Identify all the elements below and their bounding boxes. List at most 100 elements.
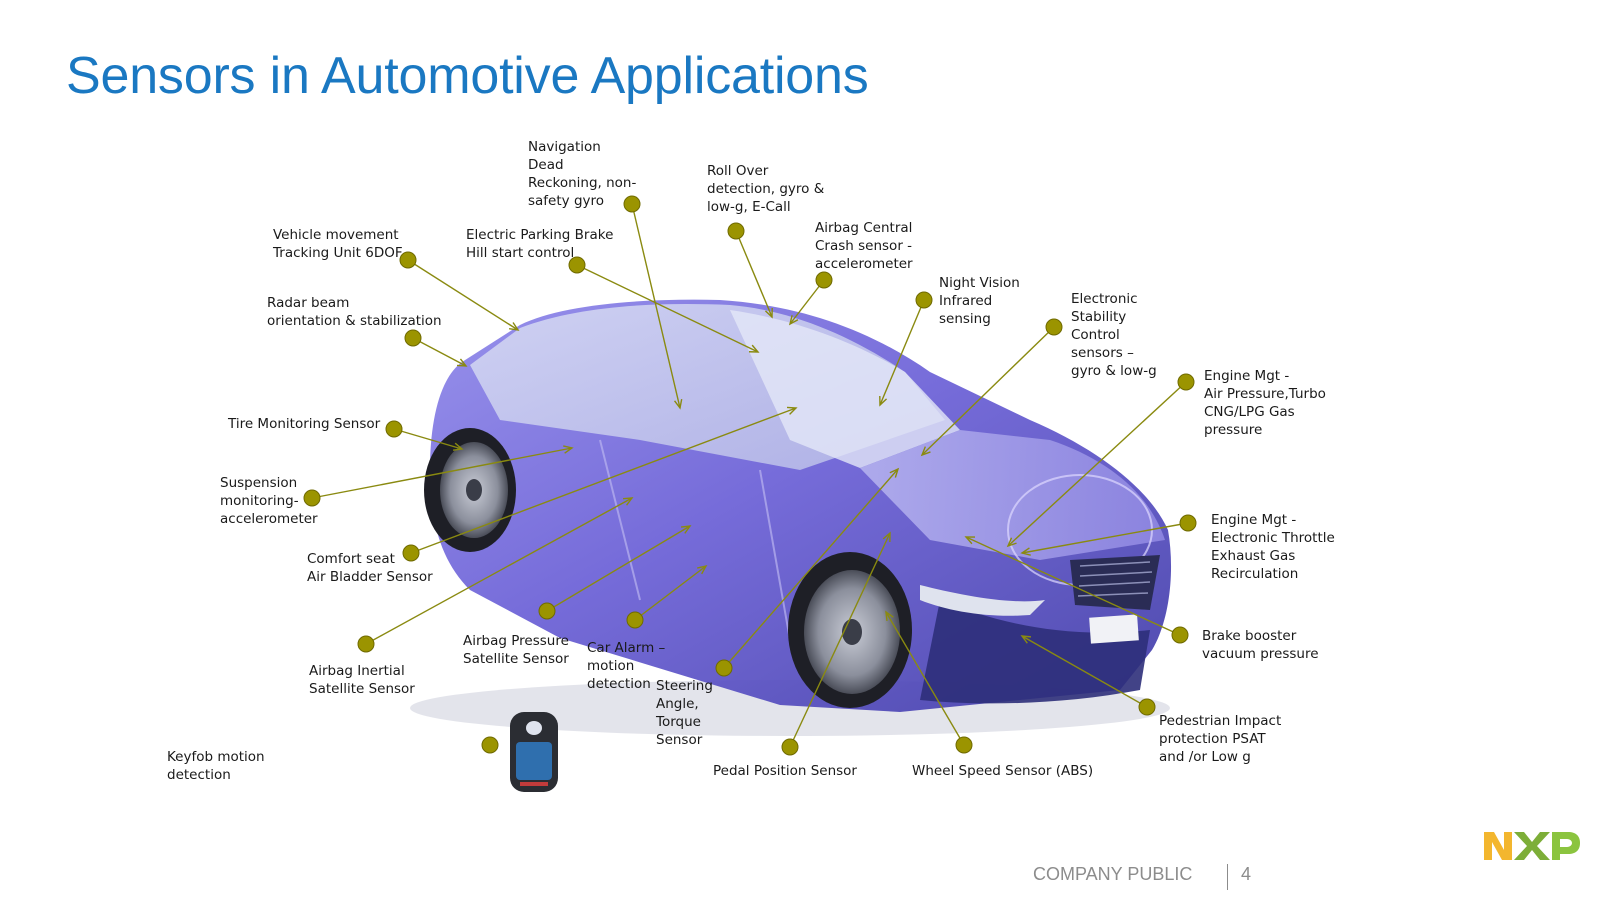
car-rear-wheel [424, 428, 516, 552]
arrowhead-night-vision [879, 395, 888, 407]
sensor-markers [303, 195, 1197, 756]
arrowhead-engine-throttle [1020, 547, 1031, 556]
arrowhead-airbag-central [788, 315, 799, 326]
footer-divider [1227, 864, 1228, 890]
leader-navigation [631, 203, 681, 409]
marker-dot-car-alarm [626, 611, 644, 629]
marker-dot-engine-throttle [1179, 514, 1197, 532]
leader-airbag-pressure [546, 525, 691, 612]
car-license-plate [1089, 614, 1139, 644]
marker-dot-airbag-central [815, 271, 833, 289]
arrowhead-roll-over [764, 307, 773, 319]
footer-page-number: 4 [1241, 864, 1252, 884]
car-grille [1070, 555, 1160, 610]
leader-vehicle-movement [407, 259, 519, 331]
leader-radar [412, 337, 467, 367]
leader-pedestrian [1021, 635, 1148, 708]
arrowhead-esc [920, 446, 931, 457]
leader-night-vision [879, 299, 925, 406]
marker-dot-night-vision [915, 291, 933, 309]
arrowhead-airbag-pressure [680, 525, 692, 534]
nxp-logo [1484, 832, 1580, 860]
marker-dot-suspension [303, 489, 321, 507]
leader-engine-air [1007, 381, 1187, 547]
arrowhead-suspension [563, 445, 574, 454]
leader-esc [921, 326, 1055, 456]
arrowhead-steering [889, 467, 900, 478]
leader-comfort-seat [410, 407, 797, 554]
arrowhead-car-alarm [697, 564, 708, 575]
page-title: Sensors in Automotive Applications [66, 47, 869, 105]
footer-classification: COMPANY PUBLIC [1033, 864, 1193, 884]
leader-suspension [311, 447, 573, 499]
marker-dot-epb [568, 256, 586, 274]
arrowhead-engine-air [1006, 537, 1017, 548]
leader-lines [311, 203, 1189, 748]
marker-dot-vehicle-movement [399, 251, 417, 269]
marker-dot-engine-air [1177, 373, 1195, 391]
marker-dot-esc [1045, 318, 1063, 336]
marker-dot-airbag-pressure [538, 602, 556, 620]
car-windshield [730, 310, 960, 468]
arrowhead-brake-booster [964, 536, 976, 545]
marker-dot-comfort-seat [402, 544, 420, 562]
leader-steering [723, 468, 899, 669]
label-wheel-speed: Wheel Speed Sensor (ABS) [912, 763, 1094, 779]
car-front-wheel [788, 552, 912, 708]
marker-dot-radar [404, 329, 422, 347]
leader-engine-throttle [1021, 522, 1189, 554]
arrowhead-airbag-inertial [622, 497, 634, 506]
marker-dot-roll-over [727, 222, 745, 240]
car-headlight [920, 585, 1045, 616]
marker-dot-keyfob [481, 736, 499, 754]
arrowhead-navigation [673, 399, 683, 410]
leader-airbag-central [789, 279, 825, 325]
leader-airbag-inertial [365, 497, 633, 645]
arrowhead-comfort-seat [786, 406, 798, 415]
marker-dot-pedal [781, 738, 799, 756]
leader-pedal [789, 532, 891, 748]
arrowhead-pedestrian [1020, 635, 1032, 644]
marker-dot-brake-booster [1171, 626, 1189, 644]
label-tire-monitoring: Tire Monitoring Sensor [228, 416, 381, 432]
arrowhead-radar [456, 358, 468, 367]
marker-dot-airbag-inertial [357, 635, 375, 653]
arrowhead-pedal [882, 531, 891, 543]
leader-car-alarm [634, 565, 707, 621]
car-front-bumper [920, 600, 1150, 704]
marker-dot-navigation [623, 195, 641, 213]
leader-brake-booster [965, 536, 1181, 636]
label-pedal-position: Pedal Position Sensor [713, 763, 857, 779]
arrowhead-vehicle-movement [508, 322, 520, 331]
arrowhead-wheel-speed [885, 610, 894, 622]
keyfob-image [510, 712, 558, 792]
marker-dot-steering [715, 659, 733, 677]
marker-dot-tire [385, 420, 403, 438]
car-hood [860, 430, 1165, 560]
leader-epb [576, 264, 759, 353]
leader-tire [393, 428, 463, 450]
arrowhead-tire [452, 442, 464, 451]
leader-wheel-speed [885, 611, 965, 746]
marker-dot-pedestrian [1138, 698, 1156, 716]
